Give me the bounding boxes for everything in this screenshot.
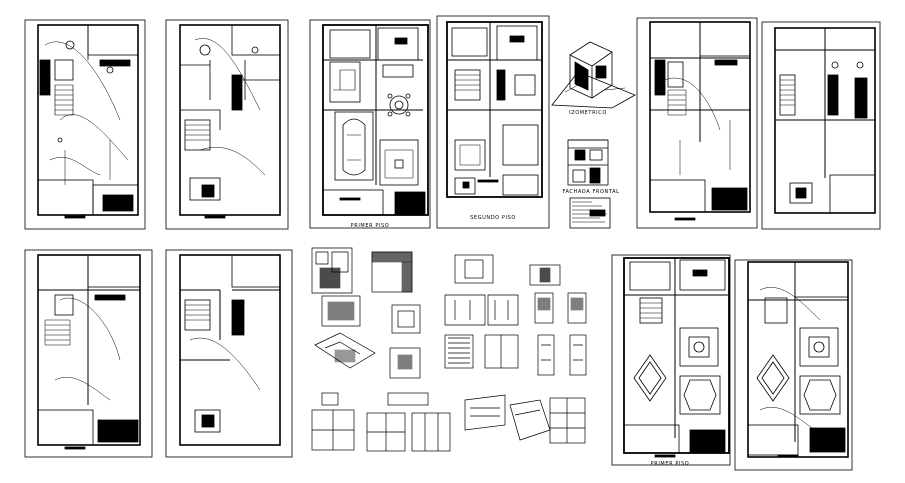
floor-plan-electrical-3 [24, 249, 153, 458]
floor-plan-electrical-2 [636, 17, 758, 229]
label-primer-piso-top: PRIMER PISO [350, 223, 390, 229]
furniture-blocks-cluster [311, 247, 587, 452]
floor-plan-lighting-1 [165, 19, 289, 230]
floor-plan-primer-piso-bottom [611, 254, 731, 466]
floor-plan-lighting-3 [165, 249, 293, 458]
label-segundo-piso: SEGUNDO PISO [470, 215, 516, 221]
floor-plan-lighting-2 [761, 21, 881, 230]
floor-plan-segundo-piso [436, 15, 550, 229]
isometric-house-drawing [551, 41, 636, 109]
title-block [569, 197, 611, 229]
fachada-frontal-drawing [567, 139, 609, 186]
floor-plan-electrical-1 [24, 19, 146, 230]
floor-plan-primer-piso [309, 19, 431, 229]
label-izometrico: IZOMETRICO [569, 110, 607, 116]
label-fachada-frontal: FACHADA FRONTAL [562, 189, 620, 195]
label-primer-piso-bottom: PRIMER PISO [650, 461, 690, 467]
floor-plan-lighting-4 [734, 259, 853, 471]
